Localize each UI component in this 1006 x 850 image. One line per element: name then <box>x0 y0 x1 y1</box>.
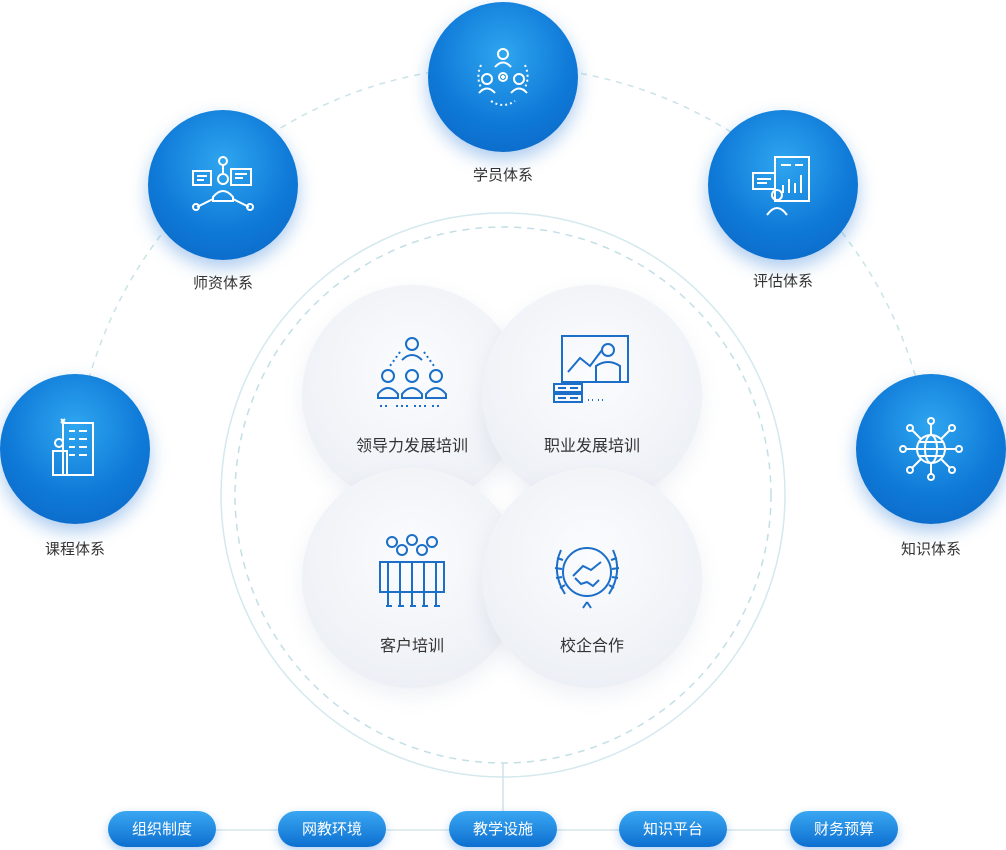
bottom-item-network-env[interactable]: 网教环境 <box>278 811 386 847</box>
people-network-icon <box>477 48 529 106</box>
teacher-system-label: 师资体系 <box>192 274 253 292</box>
student-system-node[interactable] <box>428 2 578 152</box>
handshake-laurel-icon <box>554 547 620 609</box>
bottom-item-knowledge-platform[interactable]: 知识平台 <box>619 811 727 847</box>
knowledge-system-node[interactable] <box>856 374 1006 524</box>
teacher-presentation-icon <box>192 156 254 211</box>
school-enterprise-petal <box>482 468 702 688</box>
teacher-system-node[interactable] <box>148 110 298 260</box>
evaluation-system-node[interactable] <box>708 110 858 260</box>
career-training-label: 职业发展培训 <box>543 436 640 455</box>
report-evaluation-icon <box>752 156 810 216</box>
student-system-label: 学员体系 <box>472 166 533 184</box>
inner-dashed-ring <box>234 226 772 764</box>
globe-network-icon <box>899 417 963 481</box>
course-system-label: 课程体系 <box>44 540 105 558</box>
school-enterprise-label: 校企合作 <box>559 636 624 655</box>
bottom-item-budget[interactable]: 财务预算 <box>790 811 898 847</box>
course-building-icon <box>52 418 94 476</box>
customer-group-icon <box>379 534 445 607</box>
leadership-team-icon <box>377 337 447 407</box>
customer-training-label: 客户培训 <box>379 636 444 655</box>
bottom-item-facilities[interactable]: 教学设施 <box>449 811 557 847</box>
career-presentation-icon <box>553 335 629 403</box>
course-system-node[interactable] <box>0 374 150 524</box>
evaluation-system-label: 评估体系 <box>752 272 813 290</box>
leadership-training-label: 领导力发展培训 <box>355 436 468 455</box>
knowledge-system-label: 知识体系 <box>900 540 961 558</box>
bottom-item-org-system[interactable]: 组织制度 <box>108 811 216 847</box>
inner-solid-ring <box>220 212 786 778</box>
